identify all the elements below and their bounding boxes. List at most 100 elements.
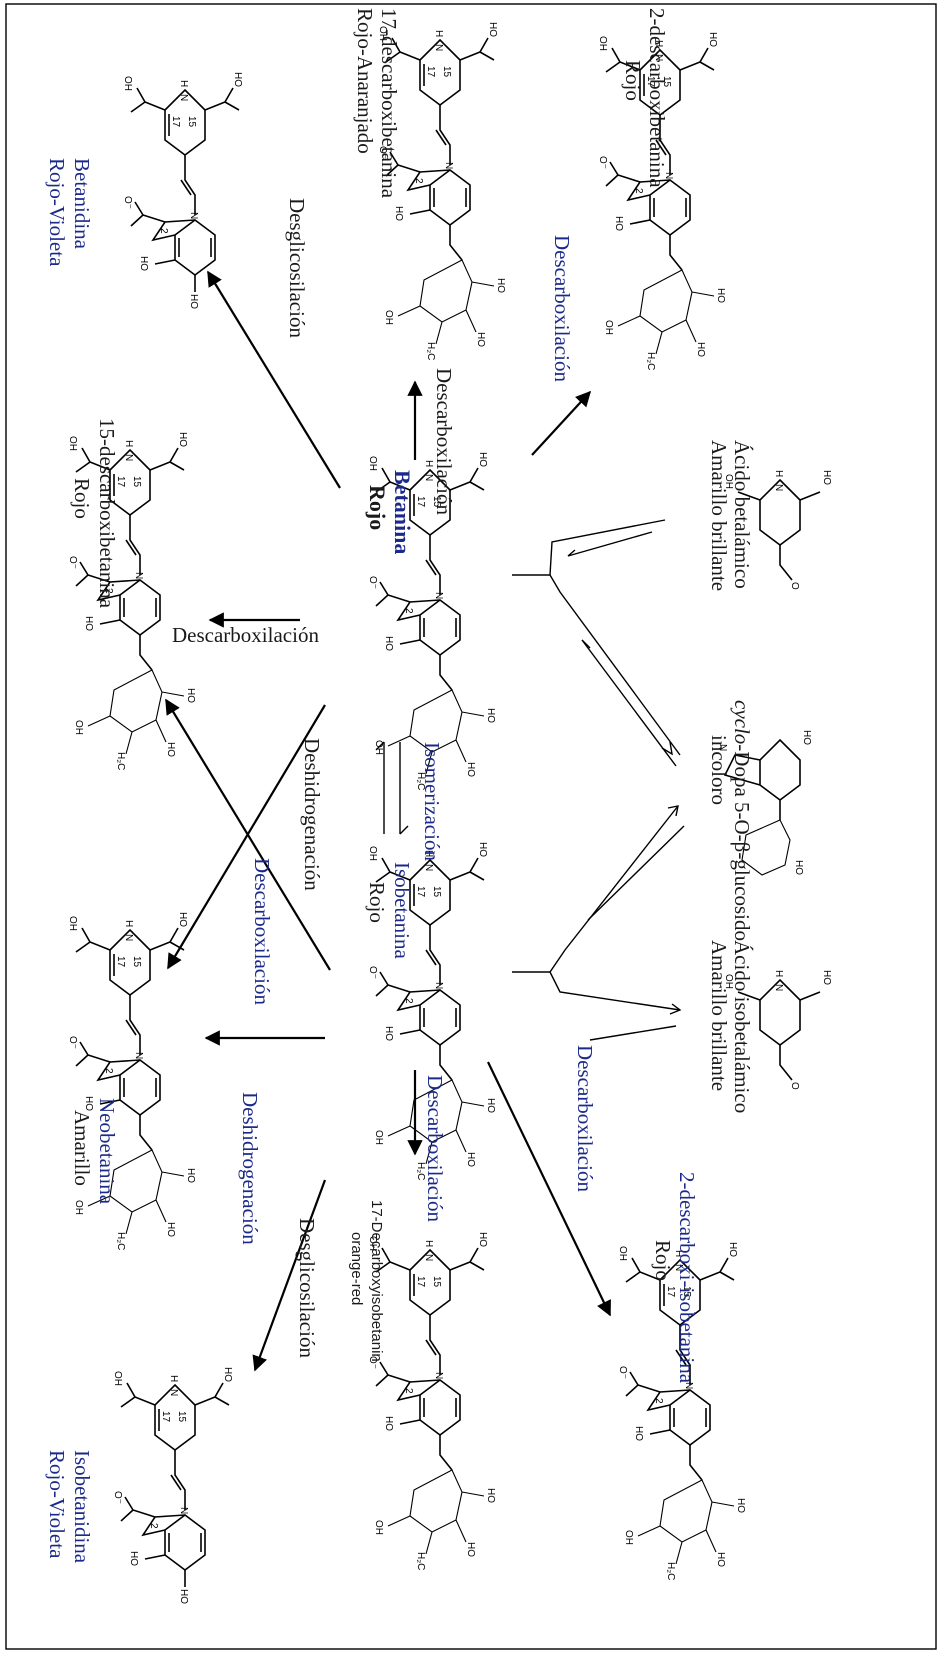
label-desglicosilacion-2: Desglicosilación: [295, 1218, 319, 1358]
mol-descarboxi15-oh-s: OH: [73, 720, 84, 735]
mol-descarboxi-iso2-n2: N: [683, 1382, 694, 1389]
label-descarboxilacion-17: Descarboxilación: [432, 368, 456, 515]
mol-descarboxi2-ho-ar: HO: [613, 216, 624, 231]
label-descarboxi2-name: 2-descarboxibetanina: [645, 8, 669, 188]
label-isobetanidina-name: Isobetanidina: [70, 1450, 94, 1564]
arrow-deglicosilacion-1: [207, 270, 341, 489]
mol-descarboxi2-ominus: O⁻: [597, 156, 608, 169]
mol-neobetanina-ho1: HO: [177, 912, 188, 927]
mol-acido-isobetalamico-n: N: [773, 984, 784, 991]
mol-betanidina-ominus: O⁻: [122, 196, 133, 209]
mol-descarboxi2-ho-s2: HO: [695, 342, 706, 357]
label-descarboxi15-color: Rojo: [70, 478, 94, 519]
mol-acido-isobetalamico-oh: OH: [723, 974, 734, 989]
labels: Betanidina Rojo-Violeta 17-descarboxibet…: [45, 8, 754, 1564]
label-descarboxi-iso2-name: 2-descarboxi-isobetanina: [675, 1172, 699, 1384]
label-acido-betalamico-color: Amarillo brillante: [707, 440, 731, 591]
mol-descarboxi17-pos2: 2: [413, 178, 424, 184]
label-cyclodopa-italic: cyclo: [730, 700, 754, 744]
label-cyclodopa-name: cyclo-Dopa 5-O-β-glucosido: [730, 700, 754, 941]
label-cyclodopa-rest: -Dopa 5-O-β-glucosido: [730, 744, 754, 941]
mol-betanina-n2: N: [433, 592, 444, 599]
label-descarboxilacion-cross: Descarboxilación: [250, 858, 274, 1005]
mol-descarboxi2-n2: N: [663, 172, 674, 179]
mol-descarboxi-iso2-oh1: OH: [617, 1246, 628, 1261]
mol-descarboxi15-pos2: 2: [103, 588, 114, 594]
mol-descarboxi2-pos2: 2: [633, 188, 644, 194]
mol-neobetanina-pos17: 17: [115, 956, 126, 968]
mol-acido-betalamico-oh: OH: [723, 474, 734, 489]
mol-descarboxi15-ominus: O⁻: [67, 556, 78, 569]
mol-descarboxi17-oh-s: OH: [383, 310, 394, 325]
mol-descarboxi2-h2c: H₂C: [645, 352, 656, 370]
mol-decarboxy17iso-ominus: O⁻: [367, 1356, 378, 1369]
mol-isobetanidina-n1: N: [168, 1389, 179, 1396]
mol-decarboxy17iso-h2c: H₂C: [415, 1552, 426, 1570]
mol-isobetanina-ho-s2: HO: [465, 1152, 476, 1167]
mol-descarboxi2-oh-s: OH: [603, 320, 614, 335]
mol-betanidina-pos2: 2: [158, 228, 169, 234]
mol-betanidina-h1: H: [178, 80, 189, 87]
mol-isobetanidina-pos15: 15: [176, 1411, 187, 1423]
mol-descarboxi15-n2: N: [133, 572, 144, 579]
mol-neobetanina-n2: N: [133, 1052, 144, 1059]
arrow-deshidrogenacion-1: [167, 704, 326, 970]
mol-descarboxi17-n1: N: [433, 44, 444, 51]
mol-descarboxi15-ho-ar: HO: [83, 616, 94, 631]
label-deshidrogenacion-1: Deshidrogenación: [300, 738, 324, 891]
mol-descarboxi15-oh1: OH: [67, 436, 78, 451]
mol-betanina-pos17: 17: [415, 496, 426, 508]
mol-isobetanina-n1: N: [423, 864, 434, 871]
mol-acido-isobetalamico-h: H: [773, 970, 784, 977]
mol-descarboxi17-ho1: HO: [487, 22, 498, 37]
mol-descarboxi2-oh1: OH: [597, 36, 608, 51]
eq-betanina-betalamico: [512, 519, 666, 576]
mol-isobetanina-pos15: 15: [431, 886, 442, 898]
mol-acido-isobetalamico-ho: HO: [821, 970, 832, 985]
mol-decarboxy17iso-ho-s2: HO: [465, 1542, 476, 1557]
label-neobetanina-color: Amarillo: [70, 1110, 94, 1186]
mol-descarboxi17-n2: N: [443, 162, 454, 169]
mol-descarboxi17-pos15: 15: [441, 66, 452, 78]
label-descarboxi15-name: 15-descarboxibetanina: [95, 418, 119, 609]
arrow-descarboxilacion-iso2: [487, 1061, 611, 1317]
mol-acido-betalamico-n: N: [773, 484, 784, 491]
mol-neobetanina-ho-s2: HO: [165, 1222, 176, 1237]
label-betanina-name: Betanina: [390, 470, 415, 554]
mol-acido-betalamico-o: O: [789, 582, 800, 590]
mol-isobetanidina-pos2: 2: [148, 1523, 159, 1529]
mol-acido-betalamico-ho: HO: [821, 470, 832, 485]
mol-descarboxi-iso2-pos2: 2: [653, 1398, 664, 1404]
mol-neobetanina-h2c: H₂C: [115, 1232, 126, 1250]
mol-isobetanidina-ho-b: HO: [128, 1551, 139, 1566]
mol-descarboxi-iso2-ho-s1: HO: [735, 1498, 746, 1513]
mol-descarboxi2-h1: H: [653, 40, 664, 47]
mol-betanina-h2c: H₂C: [415, 772, 426, 790]
mol-isobetanidina-n2: N: [178, 1507, 189, 1514]
label-cyclodopa-color: incoloro: [707, 735, 731, 805]
label-decarboxy17iso-color: orange-red: [348, 1232, 365, 1305]
mol-decarboxy17iso-n1: N: [423, 1254, 434, 1261]
label-descarboxilacion-17iso: Descarboxilación: [423, 1075, 447, 1222]
mol-descarboxi2-ho1: HO: [707, 32, 718, 47]
label-descarboxi17-color: Rojo-Anaranjado: [353, 8, 377, 154]
mol-descarboxi15-n1: N: [123, 454, 134, 461]
mol-descarboxi-iso2-n1: N: [673, 1264, 684, 1271]
mol-descarboxi-iso2-h1: H: [673, 1250, 684, 1257]
mol-isobetanidina-ho1: HO: [222, 1367, 233, 1382]
mol-descarboxi17-ho-s2: HO: [475, 332, 486, 347]
mol-descarboxi-iso2-oh-s: OH: [623, 1530, 634, 1545]
label-isobetanina-name: Isobetanina: [390, 862, 414, 959]
mol-betanidina-ho-b: HO: [138, 256, 149, 271]
mol-betanina-ho1: HO: [477, 452, 488, 467]
mol-isobetanina-ominus: O⁻: [367, 966, 378, 979]
